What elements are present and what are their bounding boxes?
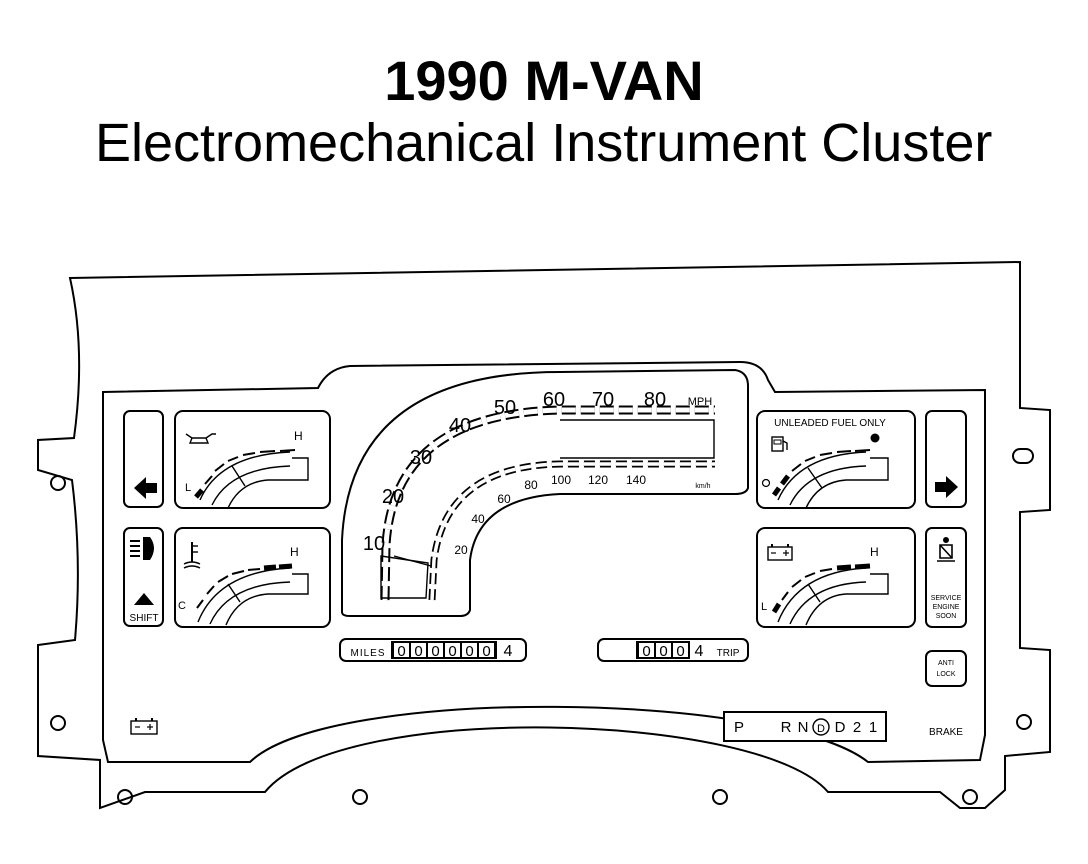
mph-unit: MPH bbox=[688, 396, 713, 408]
odometer-digit: 0 bbox=[465, 643, 473, 660]
fuel-warning-lamp bbox=[870, 433, 880, 443]
kmh-label-60: 60 bbox=[497, 492, 511, 506]
speedometer: 10 20 30 40 50 60 70 80 MPH 20 40 60 80 … bbox=[341, 368, 749, 617]
battery-icon bbox=[767, 544, 793, 561]
gear-reverse: R bbox=[781, 719, 792, 736]
high-beam-icon bbox=[130, 537, 154, 560]
oil-high-label: H bbox=[294, 429, 303, 443]
fuel-gauge: UNLEADED FUEL ONLY bbox=[756, 410, 916, 509]
brake-label: BRAKE bbox=[929, 727, 963, 738]
trip-digit: 0 bbox=[642, 643, 650, 660]
mount-hole bbox=[1016, 714, 1032, 730]
kmh-label-100: 100 bbox=[551, 473, 571, 487]
mph-label-80: 80 bbox=[644, 389, 666, 411]
cluster-housing bbox=[37, 260, 1051, 810]
coolant-temp-gauge: H C bbox=[174, 527, 331, 628]
mount-hole bbox=[50, 715, 66, 731]
anti-lock-line1: ANTI bbox=[938, 660, 954, 667]
page-title: 1990 M-VAN bbox=[384, 49, 704, 112]
temp-high-label: H bbox=[290, 545, 299, 559]
mph-label-40: 40 bbox=[449, 415, 471, 437]
gear-second: 2 bbox=[853, 719, 861, 736]
anti-lock-indicator: ANTI LOCK bbox=[925, 650, 967, 687]
unleaded-fuel-notice: UNLEADED FUEL ONLY bbox=[774, 418, 886, 429]
trip-digit: 0 bbox=[659, 643, 667, 660]
prndl-indicator: P R N D D 2 1 bbox=[723, 711, 887, 742]
kmh-label-20: 20 bbox=[454, 543, 468, 557]
thermometer-icon bbox=[183, 542, 201, 569]
odometer-digit: 0 bbox=[431, 643, 439, 660]
up-arrow-icon bbox=[134, 593, 154, 605]
mount-hole bbox=[962, 789, 978, 805]
gear-overdrive: D bbox=[817, 723, 825, 735]
seatbelt-icon bbox=[937, 537, 955, 562]
odometer-tenths: 4 bbox=[504, 643, 513, 660]
seatbelt-service-indicator: SERVICE ENGINE SOON bbox=[925, 527, 967, 628]
shift-label: SHIFT bbox=[130, 613, 159, 624]
oil-pressure-gauge: H L bbox=[174, 410, 331, 509]
battery-warning-icon bbox=[130, 718, 158, 735]
mph-label-10: 10 bbox=[363, 533, 385, 555]
fuel-empty-dot bbox=[761, 478, 771, 488]
anti-lock-line2: LOCK bbox=[936, 671, 955, 678]
odometer-digit: 0 bbox=[414, 643, 422, 660]
gear-drive: D bbox=[835, 719, 846, 736]
odometer-label: MILES bbox=[350, 648, 385, 659]
service-engine-soon-line2: ENGINE bbox=[933, 604, 960, 611]
cluster-bezel bbox=[102, 360, 986, 764]
mph-label-70: 70 bbox=[592, 389, 614, 411]
odometer-digit: 0 bbox=[482, 643, 490, 660]
service-engine-soon-line1: SERVICE bbox=[931, 595, 962, 602]
kmh-unit: km/h bbox=[695, 483, 710, 490]
mph-label-30: 30 bbox=[410, 447, 432, 469]
left-arrow-icon bbox=[134, 477, 157, 499]
kmh-label-80: 80 bbox=[524, 478, 538, 492]
mount-hole bbox=[352, 789, 368, 805]
mph-label-20: 20 bbox=[382, 486, 404, 508]
mph-label-60: 60 bbox=[543, 389, 565, 411]
service-engine-soon-line3: SOON bbox=[936, 613, 957, 620]
odometer-digit: 0 bbox=[448, 643, 456, 660]
headlight-shift-indicator: SHIFT bbox=[123, 527, 164, 627]
kmh-label-40: 40 bbox=[471, 512, 485, 526]
gear-neutral: N bbox=[798, 719, 809, 736]
right-arrow-icon bbox=[935, 476, 958, 498]
volt-low-label: L bbox=[761, 601, 767, 613]
mount-hole bbox=[117, 789, 133, 805]
oil-low-label: L bbox=[185, 482, 191, 494]
fuel-pump-icon bbox=[771, 436, 788, 452]
mph-label-50: 50 bbox=[494, 397, 516, 419]
mount-hole bbox=[712, 789, 728, 805]
trip-label: TRIP bbox=[717, 648, 740, 659]
kmh-label-140: 140 bbox=[626, 473, 646, 487]
mount-hole bbox=[50, 475, 66, 491]
trip-tenths: 4 bbox=[695, 643, 704, 660]
odometer: MILES 0 0 0 0 0 0 4 bbox=[339, 638, 527, 662]
gear-park: P bbox=[734, 719, 744, 736]
right-turn-indicator bbox=[925, 410, 967, 508]
kmh-label-120: 120 bbox=[588, 473, 608, 487]
voltmeter-gauge: H L bbox=[756, 527, 916, 628]
overdrive-circle bbox=[812, 718, 830, 736]
trip-odometer: 0 0 0 4 TRIP bbox=[597, 638, 749, 662]
trip-digit: 0 bbox=[676, 643, 684, 660]
oil-can-icon bbox=[185, 433, 216, 444]
odometer-digit: 0 bbox=[397, 643, 405, 660]
gear-first: 1 bbox=[869, 719, 877, 736]
mount-slot bbox=[1012, 448, 1034, 464]
left-turn-indicator bbox=[123, 410, 164, 508]
volt-high-label: H bbox=[870, 545, 879, 559]
temp-cold-label: C bbox=[178, 600, 186, 612]
page-subtitle: Electromechanical Instrument Cluster bbox=[95, 113, 993, 173]
